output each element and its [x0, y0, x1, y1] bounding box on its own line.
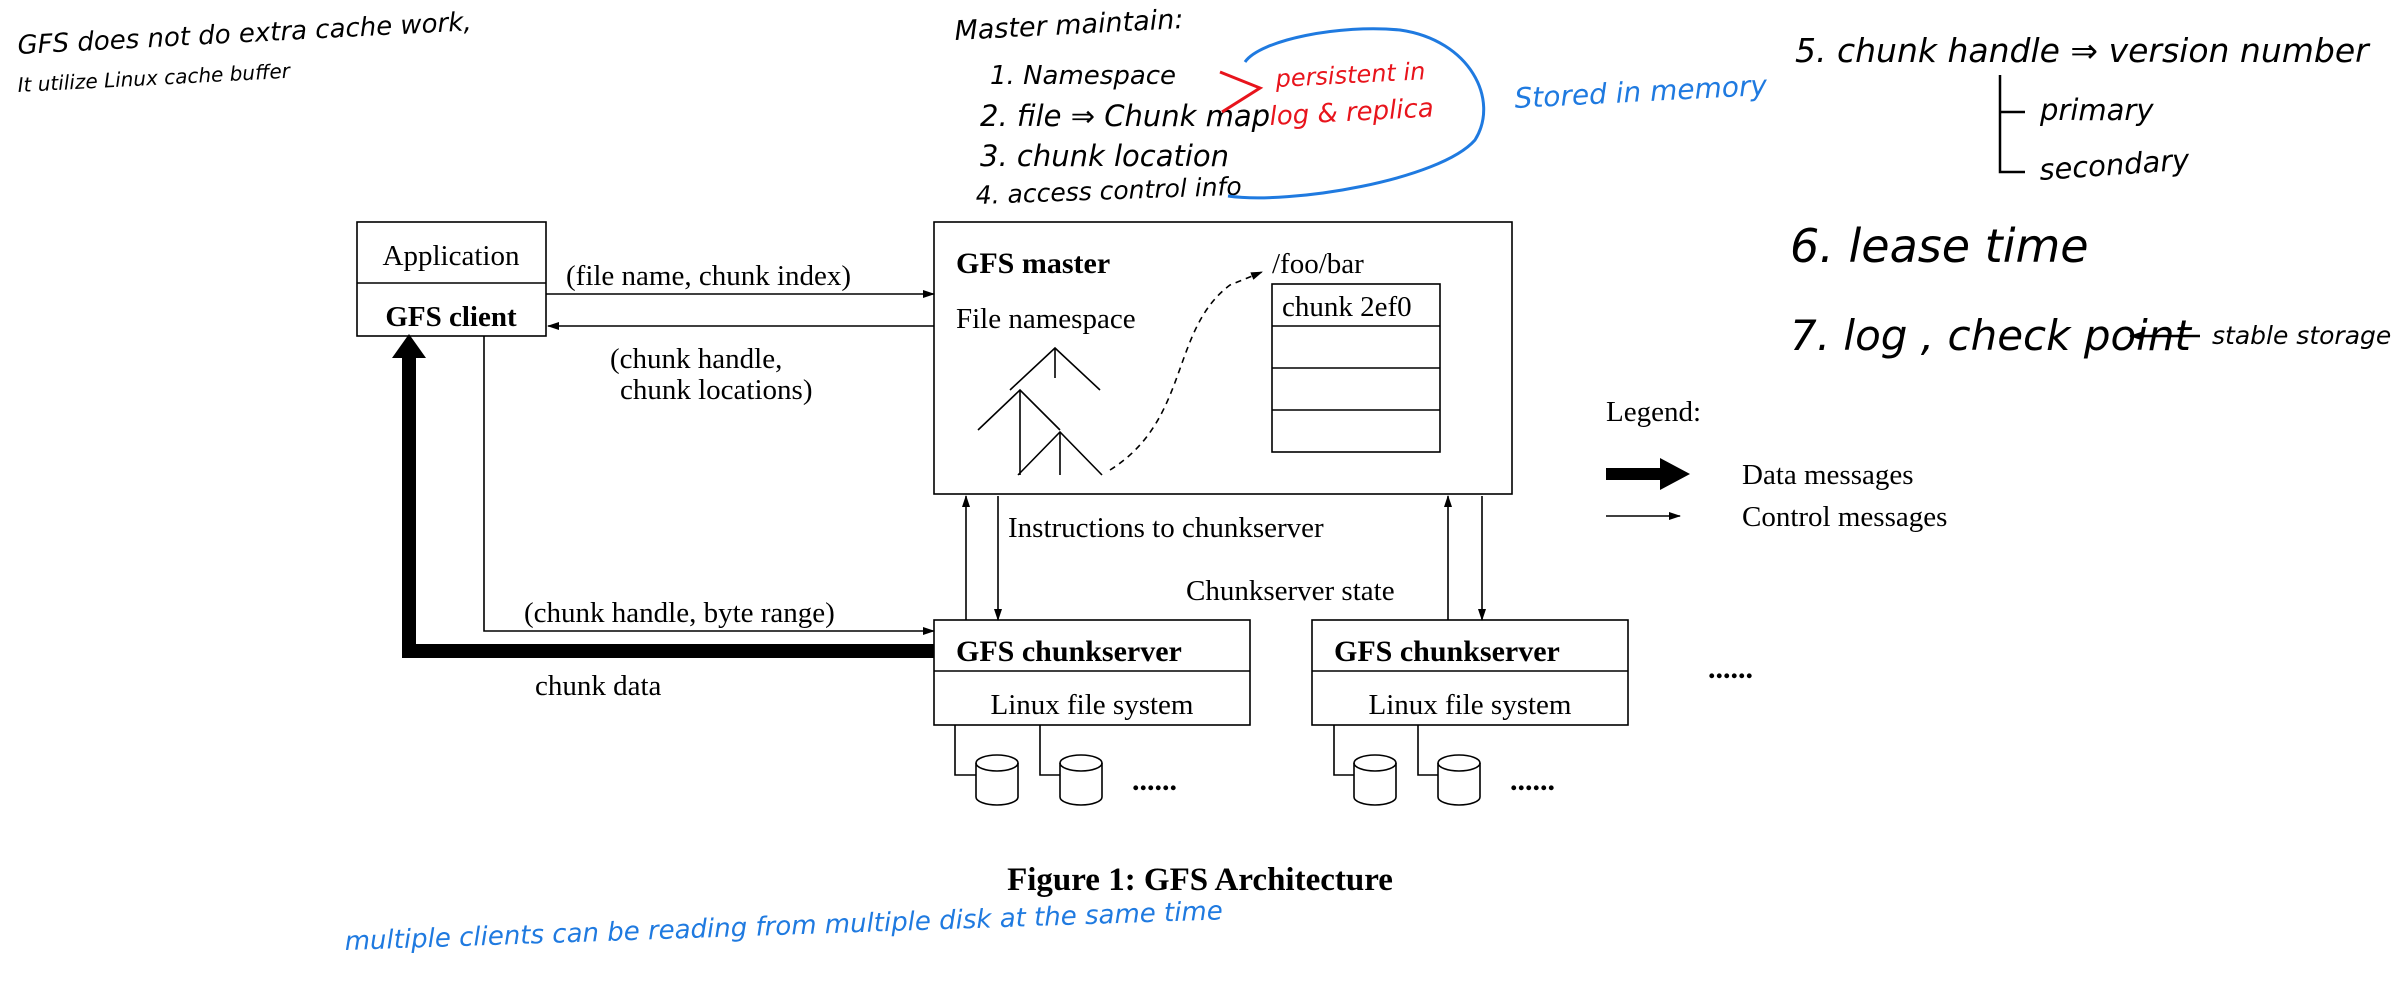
disk-icon [975, 754, 1019, 806]
chunk-data-label: chunk data [535, 670, 662, 702]
chunkserver-2-fs: Linux file system [1369, 689, 1572, 721]
note-persistent-line1: persistent in [1274, 57, 1426, 93]
read-request-arrow [483, 336, 935, 635]
note-item-1: 1. Namespace [990, 61, 1176, 91]
state-label: Chunkserver state [1186, 575, 1395, 607]
read-request-label: (chunk handle, byte range) [524, 597, 835, 629]
reply-label-line2: chunk locations) [620, 374, 812, 406]
note-item-5: 5. chunk handle ⇒ version number [1795, 31, 2371, 70]
legend-title: Legend: [1606, 396, 1701, 428]
chunkserver-2: GFS chunkserver Linux file system ...... [1311, 619, 1629, 806]
disk-icon [1437, 754, 1481, 806]
memory-loop-icon [1227, 27, 1486, 200]
disk-icon [1059, 754, 1103, 806]
chunkserver-2-title: GFS chunkserver [1334, 635, 1560, 668]
application-label: Application [383, 240, 520, 272]
note-item-6: 6. lease time [1790, 219, 2089, 273]
note-item-3: 3. chunk location [980, 139, 1229, 173]
chunk-data-arrowhead-icon [392, 334, 426, 358]
request-label: (file name, chunk index) [566, 260, 851, 292]
path-label: /foo/bar [1272, 248, 1364, 280]
note-cache-line1: GFS does not do extra cache work, [17, 7, 472, 61]
namespace-label: File namespace [956, 303, 1136, 335]
chunk-label: chunk 2ef0 [1282, 291, 1412, 323]
chunkserver-1-title: GFS chunkserver [956, 635, 1182, 668]
note-item-4: 4. access control info [975, 172, 1242, 210]
disk-ellipsis-1: ...... [1132, 764, 1177, 797]
chunkserver-1: GFS chunkserver Linux file system ...... [933, 619, 1251, 806]
disk-ellipsis-2: ...... [1510, 764, 1555, 797]
reply-label-line1: (chunk handle, [610, 343, 782, 375]
note-memory: Stored in memory [1514, 69, 1769, 115]
chunk-table: chunk 2ef0 [1271, 283, 1441, 453]
version-branch-icon [1998, 75, 2025, 174]
legend-data-arrowhead-icon [1660, 458, 1690, 490]
more-chunkservers-ellipsis: ...... [1708, 652, 1753, 685]
instructions-label: Instructions to chunkserver [1008, 512, 1324, 544]
legend: Legend: Data messages Control messages [1606, 396, 1947, 533]
note-persistent-line2: log & replica [1269, 93, 1435, 132]
note-master-heading: Master maintain: [954, 4, 1184, 47]
note-item-7: 7. log , check point [1790, 311, 2192, 360]
legend-data-label: Data messages [1742, 459, 1914, 491]
figure-caption: Figure 1: GFS Architecture [1007, 862, 1393, 898]
client-label: GFS client [385, 301, 517, 333]
disk-icon [1353, 754, 1397, 806]
master-title: GFS master [956, 247, 1110, 280]
chunkserver-1-fs: Linux file system [991, 689, 1194, 721]
master-box: GFS master File namespace /foo/bar chunk… [933, 221, 1513, 495]
red-bracket-icon [1219, 70, 1264, 114]
note-primary: primary [2039, 93, 2154, 127]
client-box: Application GFS client [356, 221, 547, 337]
note-bottom: multiple clients can be reading from mul… [344, 896, 1223, 957]
note-secondary: secondary [2038, 143, 2191, 187]
handwritten-notes: GFS does not do extra cache work, It uti… [17, 4, 2391, 360]
namespace-tree-icon [977, 346, 1103, 476]
legend-control-label: Control messages [1742, 501, 1947, 533]
note-item-2: 2. file ⇒ Chunk map [980, 99, 1270, 133]
note-stable-storage: stable storage [2212, 321, 2391, 350]
note-cache-line2: It utilize Linux cache buffer [17, 59, 292, 97]
chunk-data-arrow [402, 352, 934, 658]
namespace-to-chunk-link [1109, 271, 1263, 471]
